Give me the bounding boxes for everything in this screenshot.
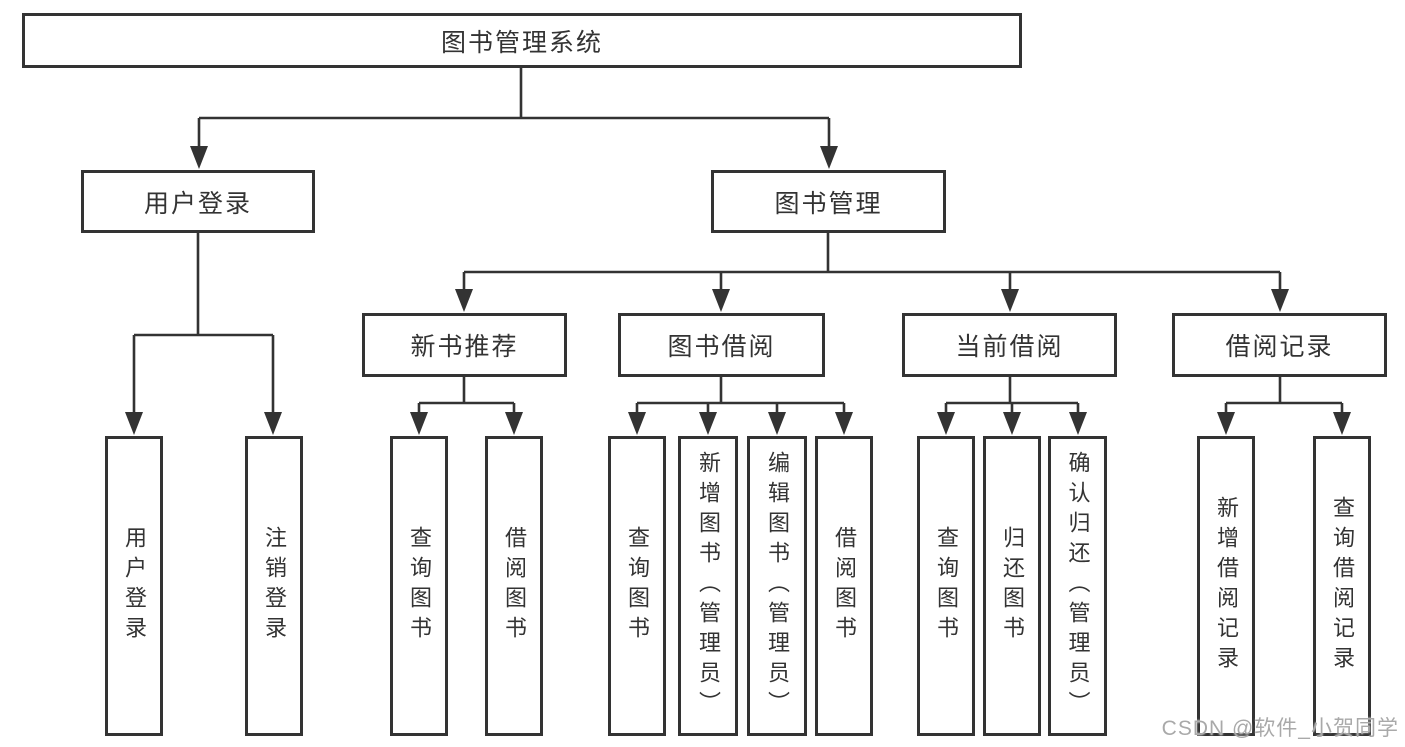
leaf-borrow-add-books-admin: 新增图书（管理员） [678,436,738,736]
connector-root-to-level2 [190,68,838,169]
node-borrow-records-label: 借阅记录 [1225,333,1334,361]
leaf-newbook-query-books: 查询图书 [390,436,448,736]
leaf-newbook-borrow-books-label: 借阅图书 [502,526,527,646]
node-book-borrow: 图书借阅 [618,313,825,377]
leaf-records-query-borrow-record: 查询借阅记录 [1313,436,1371,736]
connector-current-borrow-to-leaves [937,377,1087,435]
leaf-borrow-edit-books-admin: 编辑图书（管理员） [747,436,807,736]
leaf-current-query-books-label: 查询图书 [934,526,959,646]
leaf-current-query-books: 查询图书 [917,436,975,736]
node-book-borrow-label: 图书借阅 [667,333,776,361]
leaf-borrow-query-books-label: 查询图书 [625,526,650,646]
connector-book-management-to-level3 [455,233,1289,312]
leaf-current-confirm-return-admin: 确认归还（管理员） [1048,436,1107,736]
node-borrow-records: 借阅记录 [1172,313,1387,377]
connector-borrow-records-to-leaves [1217,377,1351,435]
leaf-newbook-borrow-books: 借阅图书 [485,436,543,736]
connector-new-book-recommend-to-leaves [410,377,523,435]
leaf-records-add-borrow-record-label: 新增借阅记录 [1214,496,1239,676]
leaf-logout-label: 注销登录 [262,526,287,646]
leaf-user-login-label: 用户登录 [122,526,147,646]
leaf-current-return-books-label: 归还图书 [1000,526,1025,646]
csdn-watermark: CSDN @软件_小贺同学 [1161,717,1399,740]
connector-user-login-to-leaves [125,233,282,435]
node-user-login: 用户登录 [81,170,315,233]
leaf-newbook-query-books-label: 查询图书 [407,526,432,646]
leaf-current-return-books: 归还图书 [983,436,1041,736]
leaf-borrow-add-books-admin-label: 新增图书（管理员） [696,451,721,721]
connector-book-borrow-to-leaves [628,377,853,435]
node-current-borrow-label: 当前借阅 [955,333,1064,361]
leaf-user-login: 用户登录 [105,436,163,736]
node-new-book-recommend-label: 新书推荐 [410,333,519,361]
node-new-book-recommend: 新书推荐 [362,313,567,377]
leaf-logout: 注销登录 [245,436,303,736]
leaf-records-add-borrow-record: 新增借阅记录 [1197,436,1255,736]
leaf-borrow-borrow-books: 借阅图书 [815,436,873,736]
node-library-system-label: 图书管理系统 [440,28,603,57]
leaf-borrow-query-books: 查询图书 [608,436,666,736]
node-current-borrow: 当前借阅 [902,313,1117,377]
leaf-borrow-edit-books-admin-label: 编辑图书（管理员） [765,451,790,721]
leaf-records-query-borrow-record-label: 查询借阅记录 [1330,496,1355,676]
node-user-login-label: 用户登录 [143,189,252,218]
node-library-system: 图书管理系统 [22,13,1022,68]
leaf-borrow-borrow-books-label: 借阅图书 [832,526,857,646]
node-book-management: 图书管理 [711,170,946,233]
leaf-current-confirm-return-admin-label: 确认归还（管理员） [1065,451,1091,721]
node-book-management-label: 图书管理 [774,189,883,218]
